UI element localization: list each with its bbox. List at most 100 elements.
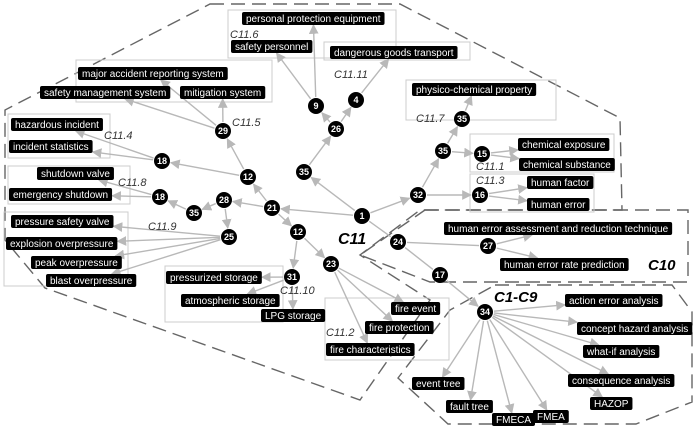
- edge-n18a-incident-statistics: [91, 148, 154, 161]
- edge-n34-action-error-analysis: [493, 300, 566, 312]
- label-hazop: HAZOP: [590, 397, 633, 410]
- edge-n21-n28: [231, 198, 264, 208]
- edge-n28-n25: [221, 208, 232, 230]
- edge-n27-heart: [496, 232, 533, 245]
- edge-n34-event-tree: [441, 319, 481, 378]
- node-number: 1: [359, 211, 364, 221]
- region-title-c11: C11: [338, 231, 366, 248]
- edge-n15-chemical-substance: [490, 152, 520, 163]
- edge-n35c-n35b: [446, 125, 459, 144]
- edge-n23-fire-event: [338, 267, 405, 303]
- label-chemical-exposure: chemical exposure: [518, 138, 610, 151]
- node-number: 12: [243, 172, 253, 182]
- edge-n35a-n26: [308, 135, 332, 166]
- edge-n18b-shutdown-valve: [97, 177, 152, 196]
- edge-n26-n4: [340, 106, 352, 122]
- node-number: 25: [224, 232, 234, 242]
- label-dangerous-goods-transport: dangerous goods transport: [330, 46, 458, 59]
- node-n35b: 35: [454, 111, 470, 127]
- label-physico-chemical-property: physico-chemical property: [412, 83, 537, 96]
- edge-n35b-physico-chemical-property: [463, 95, 473, 111]
- node-number: 17: [435, 270, 445, 280]
- edge-n9-safety-personnel: [275, 52, 312, 100]
- node-n9: 9: [308, 98, 324, 114]
- edge-n23-fire-characteristics: [334, 271, 369, 344]
- label-pressure-safety-valve: pressure safety valve: [11, 215, 114, 228]
- label-text: human factor: [531, 178, 590, 189]
- label-human-factor: human factor: [527, 176, 594, 189]
- label-text: chemical substance: [523, 160, 611, 171]
- label-explosion-overpressure: explosion overpressure: [6, 237, 118, 250]
- region-c11-outline: [4, 3, 623, 401]
- cluster-label-c11-11: C11.11: [334, 69, 368, 81]
- label-fault-tree: fault tree: [446, 400, 493, 413]
- label-text: action error analysis: [569, 296, 658, 307]
- edge-n12b-n23: [303, 237, 326, 259]
- label-what-if-analysis: what-if analysis: [583, 345, 660, 358]
- label-incident-statistics: incident statistics: [9, 140, 93, 153]
- node-n1: 1: [354, 208, 370, 224]
- edge-n1-n32: [370, 196, 411, 214]
- cluster-label-c11-8: C11.8: [118, 177, 147, 189]
- cluster-label-c11-3: C11.3: [476, 175, 505, 187]
- label-event-tree: event tree: [412, 377, 465, 390]
- label-mitigation-system: mitigation system: [180, 86, 266, 99]
- label-human-error-rate-prediction: human error rate prediction: [500, 258, 629, 271]
- label-human-error: human error: [527, 198, 590, 211]
- region-title-c10: C10: [648, 257, 676, 274]
- edge-n34-fault-tree: [467, 320, 485, 401]
- node-number: 35: [457, 114, 467, 124]
- label-text: fire characteristics: [330, 345, 411, 356]
- node-n4: 4: [348, 92, 364, 108]
- edge-n18a-hazardous-incident: [74, 129, 154, 159]
- label-text: human error assessment and reduction tec…: [448, 224, 669, 235]
- edge-n34-fmea: [489, 319, 548, 411]
- label-text: concept hazard analysis: [581, 324, 688, 335]
- label-text: LPG storage: [265, 311, 322, 322]
- region-titles: C11 C10 C1-C9: [338, 231, 676, 306]
- node-n35c: 35: [435, 143, 451, 159]
- label-personal-protection-equipment: personal protection equipment: [242, 12, 385, 25]
- node-n18b: 18: [152, 189, 168, 205]
- edge-n35d-n18b: [167, 200, 187, 210]
- node-number: 29: [218, 126, 228, 136]
- node-number: 26: [331, 124, 341, 134]
- label-text: chemical exposure: [522, 140, 606, 151]
- node-n18a: 18: [154, 153, 170, 169]
- label-text: shutdown valve: [41, 169, 110, 180]
- label-fire-protection: fire protection: [365, 321, 434, 334]
- edge-n17-n34: [446, 280, 479, 307]
- node-n24: 24: [390, 234, 406, 250]
- label-text: major accident reporting system: [82, 69, 224, 80]
- label-fmeca: FMECA: [492, 413, 535, 426]
- node-number: 9: [313, 101, 318, 111]
- node-number: 15: [477, 149, 487, 159]
- label-pressurized-storage: pressurized storage: [166, 271, 262, 284]
- label-lpg-storage: LPG storage: [261, 309, 326, 322]
- label-fire-characteristics: fire characteristics: [326, 343, 415, 356]
- node-number: 35: [189, 208, 199, 218]
- label-text: physico-chemical property: [416, 85, 532, 96]
- label-text: pressure safety valve: [15, 217, 110, 228]
- node-number: 27: [483, 241, 493, 251]
- node-n35a: 35: [296, 164, 312, 180]
- edge-n21-n12a: [252, 183, 268, 202]
- label-text: mitigation system: [184, 88, 261, 99]
- label-text: human error rate prediction: [504, 260, 625, 271]
- node-n32: 32: [410, 187, 426, 203]
- edge-n35c-n15: [451, 147, 475, 158]
- edge-n12a-n18a: [169, 159, 240, 177]
- edge-n24-n27: [406, 241, 480, 247]
- label-safety-management-system: safety management system: [40, 86, 171, 99]
- edge-n1-n21: [279, 204, 354, 216]
- node-n29: 29: [215, 123, 231, 139]
- node-number: 21: [267, 203, 277, 213]
- node-n31: 31: [284, 269, 300, 285]
- node-n12a: 12: [240, 169, 256, 185]
- node-number: 35: [438, 146, 448, 156]
- cluster-labels: C11.6 C11.11 C11.5 C11.4 C11.8 C11.9 C11…: [104, 29, 505, 339]
- edge-n9-personal-protection-equipment: [308, 24, 319, 98]
- edge-n32-n35c: [421, 157, 440, 188]
- edge-n34-concept-hazard-analysis: [493, 312, 578, 327]
